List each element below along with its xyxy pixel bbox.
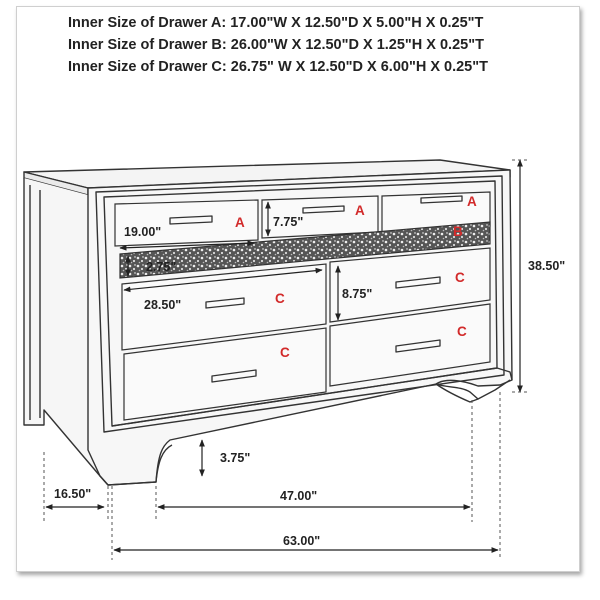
drawer-label-a: A bbox=[467, 194, 477, 209]
drawer-b-strip bbox=[119, 221, 491, 279]
drawer-type-labels: A A A B C C C C bbox=[235, 194, 477, 360]
drawer-label-c: C bbox=[275, 291, 285, 306]
leg-height-label: 3.75" bbox=[220, 451, 250, 465]
handle-icon bbox=[169, 215, 213, 225]
overall-width-label: 63.00" bbox=[283, 534, 320, 548]
extension-lines bbox=[43, 159, 530, 560]
spec-drawer-c: Inner Size of Drawer C: 26.75" W X 12.50… bbox=[68, 59, 488, 75]
handle-icon bbox=[420, 195, 463, 204]
dimension-labels: 19.00" 7.75" 2.75" 28.50" 8.75" 38.50" 3… bbox=[54, 215, 565, 548]
drawer-c-lower-right bbox=[329, 303, 491, 387]
handle-icon bbox=[302, 205, 345, 214]
handle-icon bbox=[211, 369, 257, 383]
depth-label: 16.50" bbox=[54, 487, 91, 501]
drawer-a-width-arrow bbox=[119, 240, 255, 251]
handle-icon bbox=[395, 339, 441, 353]
spec-drawer-b: Inner Size of Drawer B: 26.00"W X 12.50"… bbox=[68, 37, 484, 53]
drawer-label-c: C bbox=[457, 324, 467, 339]
drawer-a-height-label: 7.75" bbox=[273, 215, 303, 229]
handle-icon bbox=[205, 297, 245, 309]
drawer-c-upper-right bbox=[329, 247, 491, 323]
drawer-a-width-label: 19.00" bbox=[124, 225, 161, 239]
drawer-handles bbox=[169, 195, 463, 383]
drawer-c-width-arrow bbox=[123, 267, 323, 293]
drawer-label-c: C bbox=[280, 345, 290, 360]
overall-height-label: 38.50" bbox=[528, 259, 565, 273]
drawer-spec-list: Inner Size of Drawer A: 17.00"W X 12.50"… bbox=[68, 12, 488, 78]
right-leg bbox=[435, 383, 479, 403]
dresser-base bbox=[111, 367, 513, 427]
dimension-lines bbox=[45, 159, 523, 553]
handle-icon bbox=[395, 276, 441, 289]
drawer-label-b: B bbox=[453, 224, 463, 239]
drawer-label-c: C bbox=[455, 270, 465, 285]
drawer-c-width-label: 28.50" bbox=[144, 298, 181, 312]
drawer-label-a: A bbox=[235, 215, 245, 230]
left-leg bbox=[99, 444, 173, 486]
drawer-b-height-label: 2.75" bbox=[146, 260, 176, 274]
inner-leg-span-label: 47.00" bbox=[280, 489, 317, 503]
drawer-c-height-label: 8.75" bbox=[342, 287, 372, 301]
drawer-label-a: A bbox=[355, 203, 365, 218]
spec-drawer-a: Inner Size of Drawer A: 17.00"W X 12.50"… bbox=[68, 15, 484, 31]
